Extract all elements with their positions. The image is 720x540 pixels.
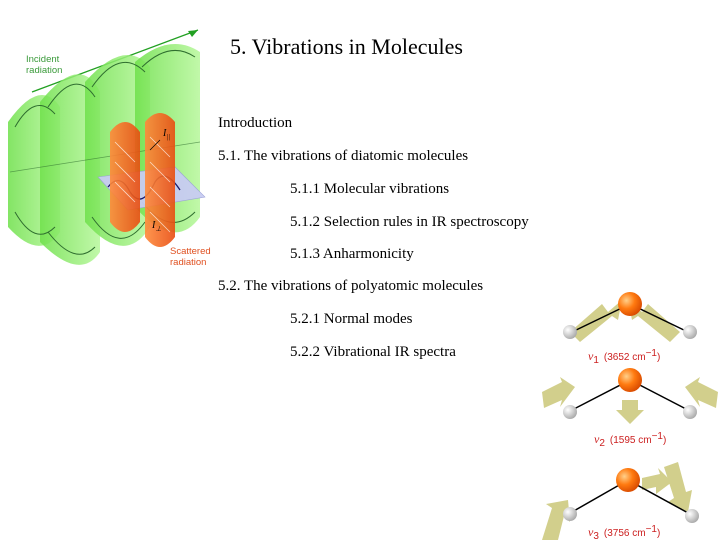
mode-3-diagram: ν3 (3756 cm−1) xyxy=(542,462,699,540)
toc-item-5-2-1: 5.2.1 Normal modes xyxy=(290,311,413,327)
svg-text:I⊥: I⊥ xyxy=(151,220,161,233)
toc-item-5-1-3: 5.1.3 Anharmonicity xyxy=(290,246,414,262)
mode-3-index: 3 xyxy=(593,531,599,540)
mode-2-symbol: ν xyxy=(594,432,600,446)
toc-item-5-1-1: 5.1.1 Molecular vibrations xyxy=(290,181,450,197)
mode-1-close: ) xyxy=(657,352,660,363)
mode-1-diagram: ν1 (3652 cm−1) xyxy=(563,292,697,366)
svg-text:Scattered: Scattered xyxy=(170,246,211,257)
mode-3-hydrogen-left xyxy=(563,507,577,521)
mode-3-hydrogen-right xyxy=(685,509,699,523)
mode-2-hydrogen-left xyxy=(563,405,577,419)
mode-1-symbol: ν xyxy=(588,349,594,363)
toc-item-introduction: Introduction xyxy=(218,115,293,131)
svg-text:I||: I|| xyxy=(162,128,170,141)
mode-2-wavenumber: (1595 cm xyxy=(610,435,652,446)
mode-2-close: ) xyxy=(663,435,666,446)
mode-2-diagram: ν2 (1595 cm−1) xyxy=(542,368,718,449)
svg-text:ν2(1595 cm−1): ν2 (1595 cm−1) xyxy=(594,431,666,449)
i-parallel-sub: || xyxy=(166,133,170,141)
i-perp-label: I xyxy=(151,220,156,231)
normal-modes-diagram: ν1(3652 cm−1) ν2(1595 cm−1) ν3(3756 cm−1… xyxy=(542,292,718,540)
svg-text:radiation: radiation xyxy=(26,65,62,76)
slide-title: 5. Vibrations in Molecules xyxy=(230,34,463,59)
mode-2-exp: −1 xyxy=(652,431,664,442)
mode-3-wavenumber: (3756 cm xyxy=(604,528,646,539)
scattered-wave-sheets xyxy=(110,113,175,247)
mode-1-exp: −1 xyxy=(646,348,658,359)
mode-1-index: 1 xyxy=(593,355,599,366)
svg-text:ν1(3652 cm−1): ν1 (3652 cm−1) xyxy=(588,348,660,366)
mode-3-oxygen xyxy=(616,468,640,492)
incident-label-line1: Incident xyxy=(26,54,60,65)
toc-item-5-2-2: 5.2.2 Vibrational IR spectra xyxy=(290,344,456,360)
mode-1-hydrogen-left xyxy=(563,325,577,339)
mode-2-index: 2 xyxy=(599,438,605,449)
mode-3-symbol: ν xyxy=(588,525,594,539)
incident-label-line2: radiation xyxy=(26,65,62,76)
mode-2-oxygen xyxy=(618,368,642,392)
mode-1-wavenumber: (3652 cm xyxy=(604,352,646,363)
scattered-label-line2: radiation xyxy=(170,257,206,268)
mode-1-hydrogen-right xyxy=(683,325,697,339)
mode-3-close: ) xyxy=(657,528,660,539)
scattered-label-line1: Scattered xyxy=(170,246,211,257)
scattering-illustration: Incident radiation I|| I⊥ Scattered radi… xyxy=(8,29,211,268)
svg-text:ν3(3756 cm−1): ν3 (3756 cm−1) xyxy=(588,524,660,540)
mode-1-oxygen xyxy=(618,292,642,316)
toc-item-5-2: 5.2. The vibrations of polyatomic molecu… xyxy=(218,278,484,294)
toc-item-5-1-2: 5.1.2 Selection rules in IR spectroscopy xyxy=(290,214,529,230)
incident-arrowhead xyxy=(188,30,198,37)
i-parallel-label: I xyxy=(162,128,167,139)
toc-item-5-1: 5.1. The vibrations of diatomic molecule… xyxy=(218,148,469,164)
svg-text:radiation: radiation xyxy=(170,257,206,268)
mode-2-hydrogen-right xyxy=(683,405,697,419)
svg-text:Incident: Incident xyxy=(26,54,60,65)
i-perp-sub: ⊥ xyxy=(155,225,161,233)
mode-3-exp: −1 xyxy=(646,524,658,535)
